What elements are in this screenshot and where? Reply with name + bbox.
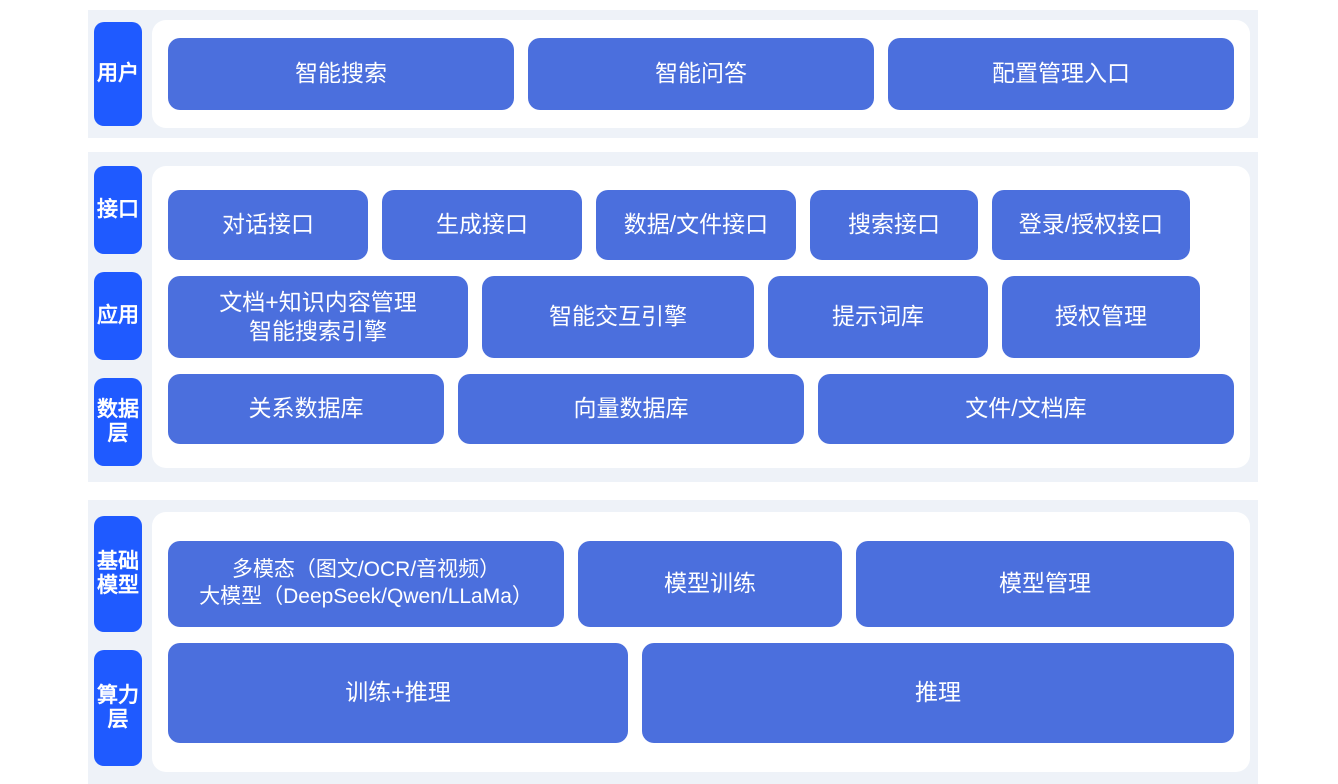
card-login-auth-api[interactable]: 登录/授权接口 — [992, 190, 1190, 260]
card-smart-qa[interactable]: 智能问答 — [528, 38, 874, 110]
tab-column-user: 用户 — [88, 10, 148, 138]
card-multimodal-large-model[interactable]: 多模态（图文/OCR/音视频） 大模型（DeepSeek/Qwen/LLaMa） — [168, 541, 564, 627]
row-compute: 训练+推理 推理 — [168, 643, 1234, 743]
card-vector-database[interactable]: 向量数据库 — [458, 374, 804, 444]
card-smart-search[interactable]: 智能搜索 — [168, 38, 514, 110]
row-application: 文档+知识内容管理 智能搜索引擎 智能交互引擎 提示词库 授权管理 — [168, 276, 1234, 358]
row-interface: 对话接口 生成接口 数据/文件接口 搜索接口 登录/授权接口 — [168, 190, 1234, 260]
card-inference[interactable]: 推理 — [642, 643, 1234, 743]
card-generation-api[interactable]: 生成接口 — [382, 190, 582, 260]
panel-user: 智能搜索 智能问答 配置管理入口 — [152, 20, 1250, 128]
tab-column-base: 基础模型 算力层 — [88, 500, 148, 784]
layer-tab-interface[interactable]: 接口 — [94, 166, 142, 254]
section-user: 用户 智能搜索 智能问答 配置管理入口 — [88, 10, 1258, 138]
card-training-and-inference[interactable]: 训练+推理 — [168, 643, 628, 743]
card-smart-interaction-engine[interactable]: 智能交互引擎 — [482, 276, 754, 358]
card-authorization-management[interactable]: 授权管理 — [1002, 276, 1200, 358]
layer-tab-data[interactable]: 数据层 — [94, 378, 142, 466]
section-middle: 接口 应用 数据层 对话接口 生成接口 数据/文件接口 搜索接口 登录/授权接口… — [88, 152, 1258, 482]
card-model-training[interactable]: 模型训练 — [578, 541, 842, 627]
card-document-knowledge-management[interactable]: 文档+知识内容管理 智能搜索引擎 — [168, 276, 468, 358]
tab-column-middle: 接口 应用 数据层 — [88, 152, 148, 482]
row-model: 多模态（图文/OCR/音视频） 大模型（DeepSeek/Qwen/LLaMa）… — [168, 541, 1234, 627]
card-model-management[interactable]: 模型管理 — [856, 541, 1234, 627]
card-dialog-api[interactable]: 对话接口 — [168, 190, 368, 260]
card-relational-database[interactable]: 关系数据库 — [168, 374, 444, 444]
panel-base: 多模态（图文/OCR/音视频） 大模型（DeepSeek/Qwen/LLaMa）… — [152, 512, 1250, 772]
layer-tab-application[interactable]: 应用 — [94, 272, 142, 360]
row-user-entries: 智能搜索 智能问答 配置管理入口 — [168, 38, 1234, 110]
panel-middle: 对话接口 生成接口 数据/文件接口 搜索接口 登录/授权接口 文档+知识内容管理… — [152, 166, 1250, 468]
layer-tab-user[interactable]: 用户 — [94, 22, 142, 126]
layer-tab-compute[interactable]: 算力层 — [94, 650, 142, 766]
card-data-file-api[interactable]: 数据/文件接口 — [596, 190, 796, 260]
layer-tab-foundation-model[interactable]: 基础模型 — [94, 516, 142, 632]
card-prompt-library[interactable]: 提示词库 — [768, 276, 988, 358]
row-data: 关系数据库 向量数据库 文件/文档库 — [168, 374, 1234, 444]
card-file-document-store[interactable]: 文件/文档库 — [818, 374, 1234, 444]
section-base: 基础模型 算力层 多模态（图文/OCR/音视频） 大模型（DeepSeek/Qw… — [88, 500, 1258, 784]
card-search-api[interactable]: 搜索接口 — [810, 190, 978, 260]
card-config-management-entry[interactable]: 配置管理入口 — [888, 38, 1234, 110]
